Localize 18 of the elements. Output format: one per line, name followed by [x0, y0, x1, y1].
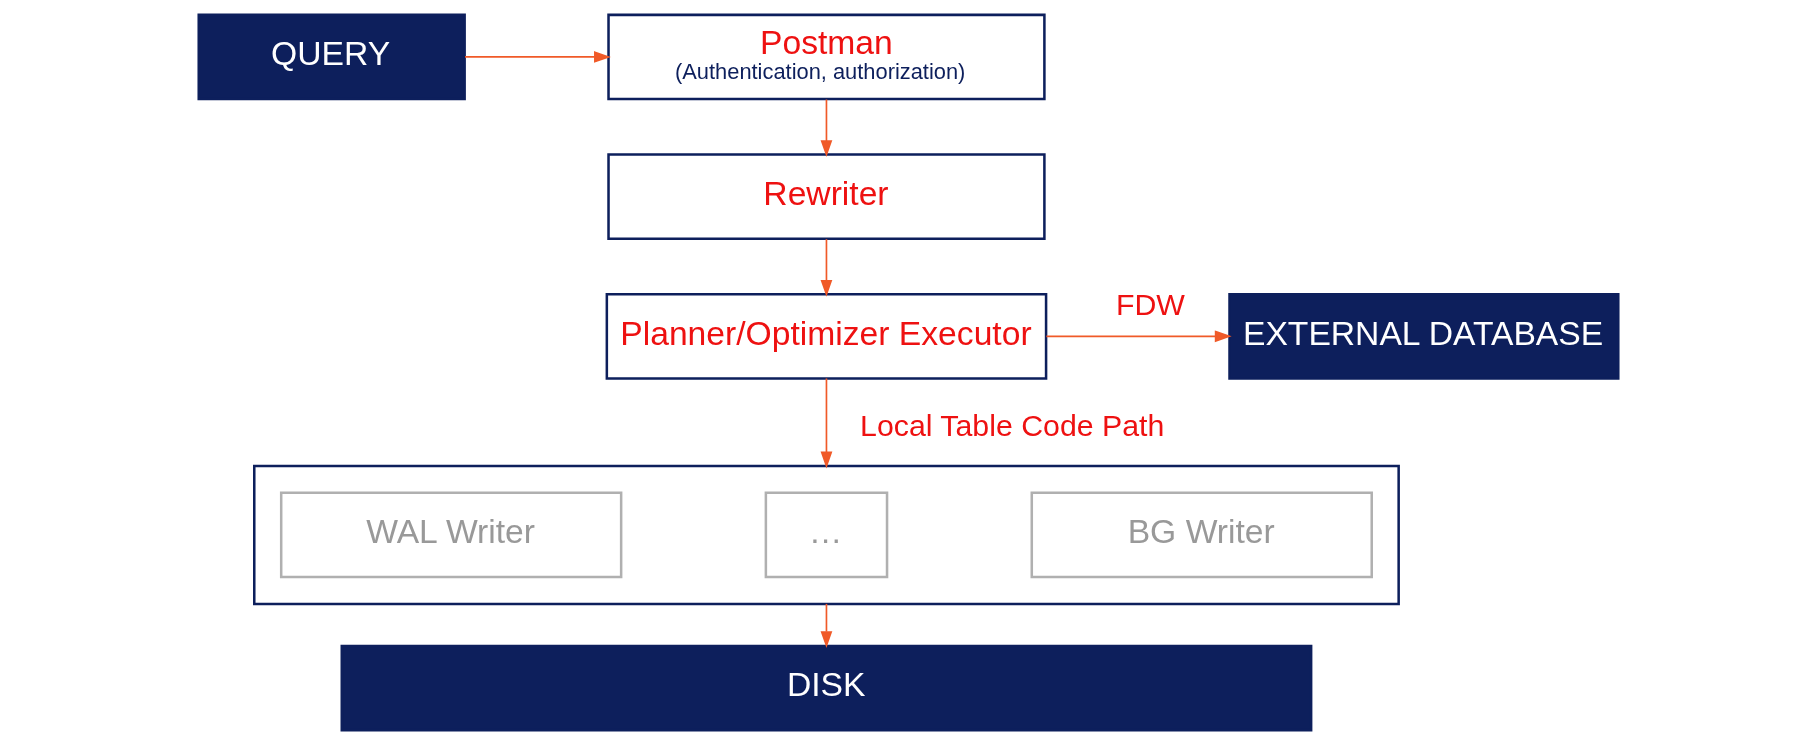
edge-label: Local Table Code Path	[860, 409, 1165, 443]
node-box: EXTERNAL DATABASE	[1228, 293, 1620, 380]
arrow	[464, 51, 611, 63]
cluster	[253, 464, 1400, 606]
node-box: Postman (Authentication, authorization)	[607, 13, 1046, 101]
node-box: …	[764, 491, 889, 579]
node-box: DISK	[340, 644, 1313, 732]
arrow	[820, 377, 833, 469]
node-box: Planner/Optimizer Executor	[605, 293, 1048, 380]
arrow	[1045, 330, 1232, 343]
node-box: QUERY	[197, 13, 466, 101]
edge-label: FDW	[1115, 288, 1185, 322]
node-box: BG Writer	[1030, 491, 1373, 579]
arrow	[820, 98, 833, 158]
arrow	[820, 603, 833, 649]
node-box: WAL Writer	[279, 491, 623, 579]
arrow	[820, 238, 833, 297]
node-box: Rewriter	[607, 153, 1046, 240]
